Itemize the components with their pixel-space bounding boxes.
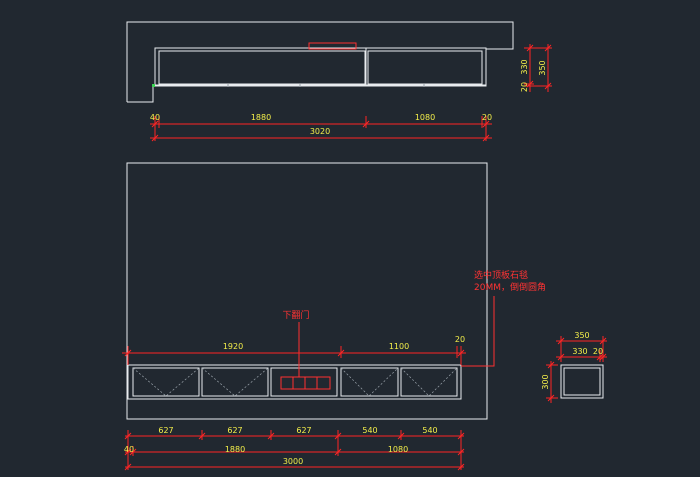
wall-outline bbox=[126, 21, 514, 103]
elev-dim-20: 20 bbox=[455, 335, 465, 344]
section-dim-20: 20 bbox=[593, 347, 603, 356]
cabinet-module-2 bbox=[201, 367, 269, 397]
door-swing-lines bbox=[132, 367, 458, 397]
module-dim-2: 627 bbox=[227, 426, 242, 435]
note-line-1: 选中顶板石毯 bbox=[474, 269, 528, 281]
cabinet-outline bbox=[154, 47, 487, 87]
elev-dim-1920: 1920 bbox=[223, 342, 243, 351]
plan-view bbox=[126, 21, 514, 103]
elev-dim-1880: 1880 bbox=[225, 445, 245, 454]
cabinet-module-4 bbox=[340, 367, 399, 397]
cabinet-elevation-outline bbox=[127, 364, 462, 400]
plan-node-marker bbox=[152, 84, 155, 87]
plan-dimension-lines bbox=[150, 116, 492, 142]
cabinet-module-5 bbox=[400, 367, 458, 397]
section-outer bbox=[560, 364, 604, 399]
section-dim-330: 330 bbox=[572, 347, 587, 356]
module-dim-5: 540 bbox=[422, 426, 437, 435]
note-line-2: 20MM，倒倒圆角 bbox=[474, 281, 546, 293]
door-label: 下翻门 bbox=[282, 309, 309, 321]
cabinet-left-section bbox=[158, 50, 366, 85]
note-leader bbox=[461, 296, 495, 367]
elev-dim-1080: 1080 bbox=[388, 445, 408, 454]
section-inner bbox=[563, 367, 601, 396]
module-dim-3: 627 bbox=[296, 426, 311, 435]
flip-door-mark bbox=[280, 322, 331, 390]
elevation-view bbox=[126, 162, 488, 420]
cabinet-right-section bbox=[367, 50, 483, 85]
plan-dim-350: 350 bbox=[538, 60, 547, 75]
module-dim-4: 540 bbox=[362, 426, 377, 435]
elev-dim-40: 40 bbox=[124, 445, 134, 454]
plan-dim-3020: 3020 bbox=[310, 127, 330, 136]
section-dimension-lines bbox=[546, 336, 607, 403]
module-dim-1: 627 bbox=[158, 426, 173, 435]
section-dim-350: 350 bbox=[574, 331, 589, 340]
elev-dim-3000: 3000 bbox=[283, 457, 303, 466]
elevation-upper-dimension-lines bbox=[122, 346, 466, 365]
plan-dim-1080: 1080 bbox=[415, 113, 435, 122]
section-dim-300: 300 bbox=[541, 374, 550, 389]
cabinet-module-1 bbox=[132, 367, 200, 397]
plan-dim-40: 40 bbox=[150, 113, 160, 122]
cabinet-module-3 bbox=[270, 367, 338, 397]
wall-elevation bbox=[126, 162, 488, 420]
plan-dim-20-side: 20 bbox=[520, 82, 529, 92]
plan-dim-20: 20 bbox=[482, 113, 492, 122]
plan-dim-330: 330 bbox=[520, 59, 529, 74]
elevation-module-dimension-lines bbox=[124, 430, 465, 471]
plan-side-dimension-lines bbox=[524, 44, 552, 92]
elev-dim-1100: 1100 bbox=[389, 342, 409, 351]
plan-dim-1880: 1880 bbox=[251, 113, 271, 122]
plan-door-mark bbox=[308, 42, 357, 50]
section-view bbox=[560, 364, 604, 399]
